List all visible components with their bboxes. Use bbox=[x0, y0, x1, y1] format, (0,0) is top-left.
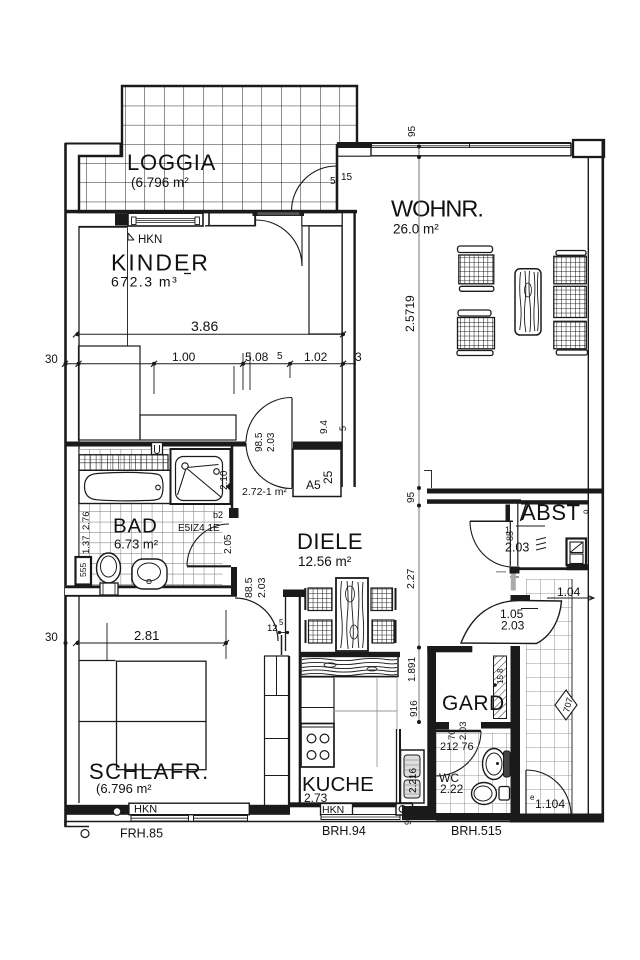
svg-text:HKN: HKN bbox=[138, 234, 162, 246]
svg-text:212 76: 212 76 bbox=[440, 741, 474, 753]
svg-text:98.5: 98.5 bbox=[254, 432, 265, 452]
svg-text:LOGGIA: LOGGIA bbox=[127, 150, 216, 175]
svg-text:b2: b2 bbox=[213, 510, 223, 520]
svg-text:1.104: 1.104 bbox=[535, 797, 565, 811]
svg-text:95: 95 bbox=[406, 491, 417, 503]
svg-text:E5IZ4 1E: E5IZ4 1E bbox=[178, 523, 220, 534]
svg-text:3.86: 3.86 bbox=[191, 318, 218, 334]
svg-text:6.73 m²: 6.73 m² bbox=[114, 537, 159, 552]
svg-text:26.0 m²: 26.0 m² bbox=[393, 222, 439, 237]
svg-text:(6.796 m²: (6.796 m² bbox=[96, 781, 152, 796]
svg-text:5: 5 bbox=[279, 618, 284, 627]
svg-text:30: 30 bbox=[45, 354, 58, 366]
svg-text:9.4: 9.4 bbox=[319, 420, 330, 434]
svg-text:A5: A5 bbox=[306, 478, 321, 492]
svg-text:KINDER: KINDER bbox=[111, 250, 210, 276]
svg-text:BRH.515: BRH.515 bbox=[451, 824, 502, 838]
svg-text:2.03: 2.03 bbox=[266, 432, 277, 452]
svg-text:672.3 m³: 672.3 m³ bbox=[111, 274, 178, 290]
svg-text:5: 5 bbox=[330, 176, 336, 187]
svg-text:2.73: 2.73 bbox=[304, 791, 328, 805]
svg-text:1: 1 bbox=[505, 525, 510, 535]
svg-text:2.22: 2.22 bbox=[440, 782, 464, 796]
svg-text:916: 916 bbox=[409, 700, 420, 717]
svg-text:3: 3 bbox=[355, 350, 362, 364]
svg-text:BAD: BAD bbox=[113, 515, 158, 538]
svg-text:1.891: 1.891 bbox=[407, 657, 418, 682]
svg-text:85: 85 bbox=[505, 531, 515, 541]
svg-text:2.05: 2.05 bbox=[223, 534, 234, 554]
svg-text:1.37: 1.37 bbox=[81, 536, 92, 555]
svg-text:1.04: 1.04 bbox=[557, 585, 581, 599]
svg-text:HKN: HKN bbox=[134, 804, 157, 816]
svg-text:WOHNR.: WOHNR. bbox=[391, 196, 483, 222]
svg-text:2.76: 2.76 bbox=[81, 512, 92, 531]
svg-text:HKN: HKN bbox=[322, 804, 344, 816]
svg-text:GARD: GARD bbox=[442, 692, 505, 715]
svg-text:1.02: 1.02 bbox=[304, 350, 328, 364]
svg-text:2.5719: 2.5719 bbox=[403, 295, 417, 332]
svg-text:o: o bbox=[581, 509, 590, 514]
svg-text:WC: WC bbox=[439, 771, 459, 785]
svg-text:5: 5 bbox=[338, 426, 348, 431]
svg-text:555: 555 bbox=[78, 563, 88, 577]
svg-text:SCHLAFR.: SCHLAFR. bbox=[89, 759, 210, 784]
svg-text:15: 15 bbox=[341, 172, 353, 183]
svg-text:88.5: 88.5 bbox=[243, 577, 255, 598]
svg-text:25: 25 bbox=[321, 470, 335, 484]
svg-text:FRH.85: FRH.85 bbox=[120, 827, 163, 841]
svg-text:2.27: 2.27 bbox=[405, 568, 417, 589]
svg-text:2.216: 2.216 bbox=[408, 768, 419, 793]
svg-text:KUCHE: KUCHE bbox=[302, 773, 374, 796]
svg-text:2.03: 2.03 bbox=[458, 722, 469, 741]
svg-text:e: e bbox=[530, 793, 535, 802]
svg-text:5: 5 bbox=[277, 351, 283, 362]
svg-text:5.08: 5.08 bbox=[245, 350, 269, 364]
svg-text:707: 707 bbox=[561, 696, 575, 713]
svg-text:1.05: 1.05 bbox=[500, 607, 524, 621]
svg-text:2.03: 2.03 bbox=[501, 619, 525, 633]
svg-text:2.03: 2.03 bbox=[256, 577, 268, 598]
svg-text:2.03: 2.03 bbox=[505, 541, 529, 555]
svg-text:15 8: 15 8 bbox=[496, 668, 505, 684]
svg-text:1.00: 1.00 bbox=[172, 350, 196, 364]
svg-text:12: 12 bbox=[267, 623, 278, 634]
svg-text:2.72-1 m²: 2.72-1 m² bbox=[242, 486, 287, 498]
svg-text:30: 30 bbox=[45, 632, 58, 644]
svg-text:DIELE: DIELE bbox=[297, 529, 363, 554]
svg-text:2.81: 2.81 bbox=[134, 628, 159, 643]
svg-text:95: 95 bbox=[407, 125, 418, 137]
svg-text:ABST: ABST bbox=[521, 500, 580, 525]
svg-text:(6.796 m²: (6.796 m² bbox=[131, 175, 189, 190]
svg-text:12.56 m²: 12.56 m² bbox=[298, 554, 352, 569]
svg-text:2.10: 2.10 bbox=[219, 470, 230, 490]
svg-text:BRH.94: BRH.94 bbox=[322, 824, 366, 838]
